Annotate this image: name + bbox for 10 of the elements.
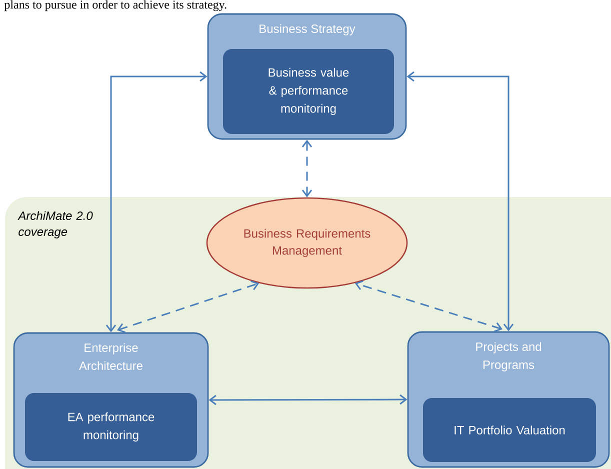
arrow — [354, 280, 502, 332]
inner-box: IT Portfolio Valuation — [423, 398, 596, 462]
inner-box: Business value & performance monitoring — [223, 49, 394, 134]
inner-box: EA performance monitoring — [25, 393, 197, 461]
arrow — [302, 140, 312, 198]
arrow — [117, 280, 260, 333]
arrow — [106, 71, 208, 332]
arrow — [208, 394, 408, 406]
body-text: plans to pursue in order to achieve its strategy. — [4, 0, 226, 12]
arrow — [406, 71, 514, 332]
